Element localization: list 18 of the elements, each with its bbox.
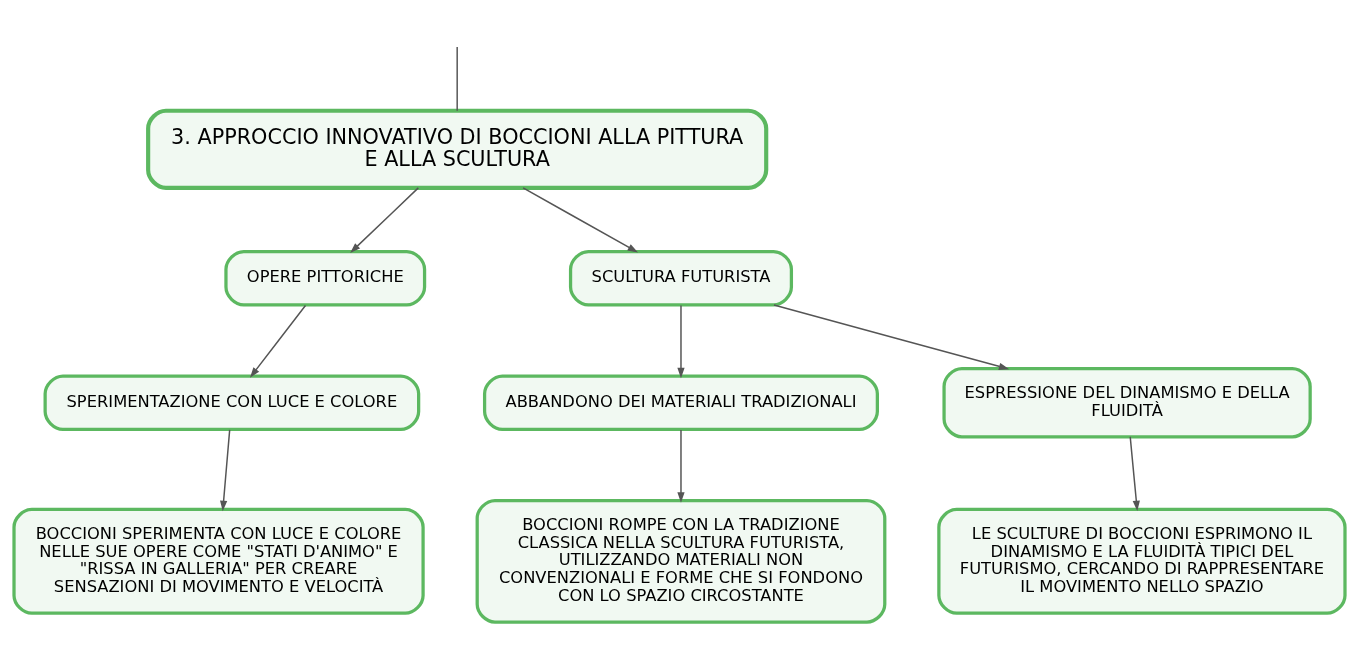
arrow <box>677 429 685 503</box>
node-box: LE SCULTURE DI BOCCIONI ESPRIMONO IL DINAMISMO E LA FLUIDITÀ TIPICI DEL FUTURISMO, CERCANDO DI RAPPRESENTARE IL MOVIMENTO NELLO SPAZIO <box>937 507 1347 615</box>
arrow <box>350 187 420 253</box>
node-box: OPERE PITTORICHE <box>224 249 427 307</box>
connector <box>456 46 458 112</box>
arrow <box>220 429 231 512</box>
arrow <box>250 304 307 378</box>
arrow <box>677 304 685 379</box>
node-box: ESPRESSIONE DEL DINAMISMO E DELLA FLUIDITÀ <box>942 367 1312 439</box>
node-box: BOCCIONI ROMPE CON LA TRADIZIONE CLASSICA NELLA SCULTURA FUTURISTA, UTILIZZANDO MATERIALI NON CONVENZIONALI E FORME CHE SI FONDONO CON LO SPAZIO CIRCOSTANTE <box>475 498 887 624</box>
node-box: SPERIMENTAZIONE CON LUCE E COLORE <box>43 374 421 431</box>
arrow <box>1129 436 1140 512</box>
node-box: 3. APPROCCIO INNOVATIVO DI BOCCIONI ALLA PITTURA E ALLA SCULTURA <box>146 108 769 190</box>
arrow <box>773 304 1010 370</box>
arrow <box>522 187 638 253</box>
node-box: ABBANDONO DEI MATERIALI TRADIZIONALI <box>482 374 879 431</box>
node-box: BOCCIONI SPERIMENTA CON LUCE E COLORE NELLE SUE OPERE COME "STATI D'ANIMO" E "RISSA IN GALLERIA" PER CREARE SENSAZIONI DI MOVIMENTO E VELOCITÀ <box>12 507 425 615</box>
node-box: SCULTURA FUTURISTA <box>568 249 794 307</box>
